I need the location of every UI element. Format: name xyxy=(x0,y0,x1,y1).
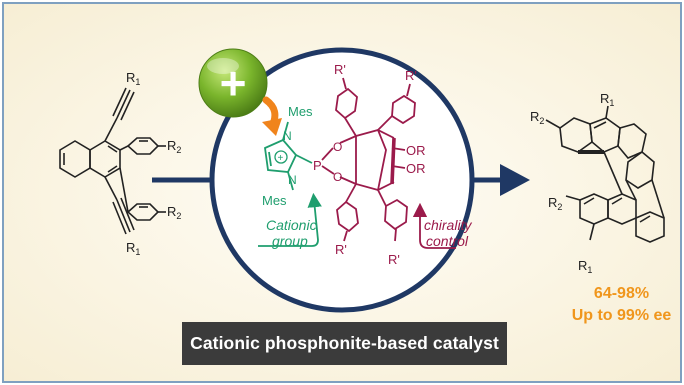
mes-bottom-label: Mes xyxy=(262,193,287,208)
banner-label: Cationic phosphonite-based catalyst xyxy=(190,333,499,353)
o-lower-label: O xyxy=(333,170,342,184)
substrate-r1-top: R1 xyxy=(126,70,140,87)
mes-top-label: Mes xyxy=(288,104,313,119)
substrate-labels: R1 R2 R2 R1 xyxy=(126,70,181,257)
taddol-labels: O O OR OR R' R' R' R' chirality control xyxy=(333,62,472,267)
chirality-label-2: control xyxy=(426,233,469,249)
enantioselectivity: Up to 99% ee xyxy=(571,307,672,324)
cationic-label-2: group xyxy=(272,233,308,249)
product-structure xyxy=(545,105,665,243)
o-upper-label: O xyxy=(333,140,342,154)
substrate-r1-bottom: R1 xyxy=(126,240,140,257)
cationic-label-1: Cationic xyxy=(266,217,317,233)
product-r1-top: R1 xyxy=(600,91,614,108)
r-prime-bottom-left: R' xyxy=(335,242,347,257)
yield-range: 64-98% xyxy=(593,285,650,302)
phosphorus-label: P xyxy=(313,158,322,173)
product-r2-mid: R2 xyxy=(548,195,562,212)
plus-ball-icon: + xyxy=(198,48,268,118)
r-prime-top-right: R' xyxy=(405,68,417,83)
n-top-label: N xyxy=(283,129,292,143)
curved-arrow-head xyxy=(262,118,282,136)
chirality-label-1: chirality xyxy=(424,217,472,233)
imidazolium-ring xyxy=(264,121,313,191)
or-label-1: OR xyxy=(406,143,426,158)
cation-charge xyxy=(274,150,288,164)
product-r1-bottom: R1 xyxy=(578,258,592,275)
catalyst-banner: Cationic phosphonite-based catalyst xyxy=(182,322,507,365)
results-block: 64-98% Up to 99% ee xyxy=(559,283,684,327)
cation-plus: + xyxy=(278,153,284,164)
product-r2-top: R2 xyxy=(530,109,544,126)
imidazolium-labels: Mes N N Mes xyxy=(262,104,313,208)
taddol-framework xyxy=(321,77,456,249)
product-labels: R2 R1 R2 R1 xyxy=(530,91,614,275)
substrate-structure xyxy=(59,87,166,235)
cationic-labels: Cationic group xyxy=(266,217,317,249)
plus-symbol: + xyxy=(220,57,247,109)
or-label-2: OR xyxy=(406,161,426,176)
cationic-arrow xyxy=(258,192,322,247)
r-prime-top-left: R' xyxy=(334,62,346,77)
substrate-r2-bottom: R2 xyxy=(167,204,181,221)
substrate-r2-top: R2 xyxy=(167,138,181,155)
r-prime-bottom-right: R' xyxy=(388,252,400,267)
n-bottom-label: N xyxy=(288,173,297,187)
